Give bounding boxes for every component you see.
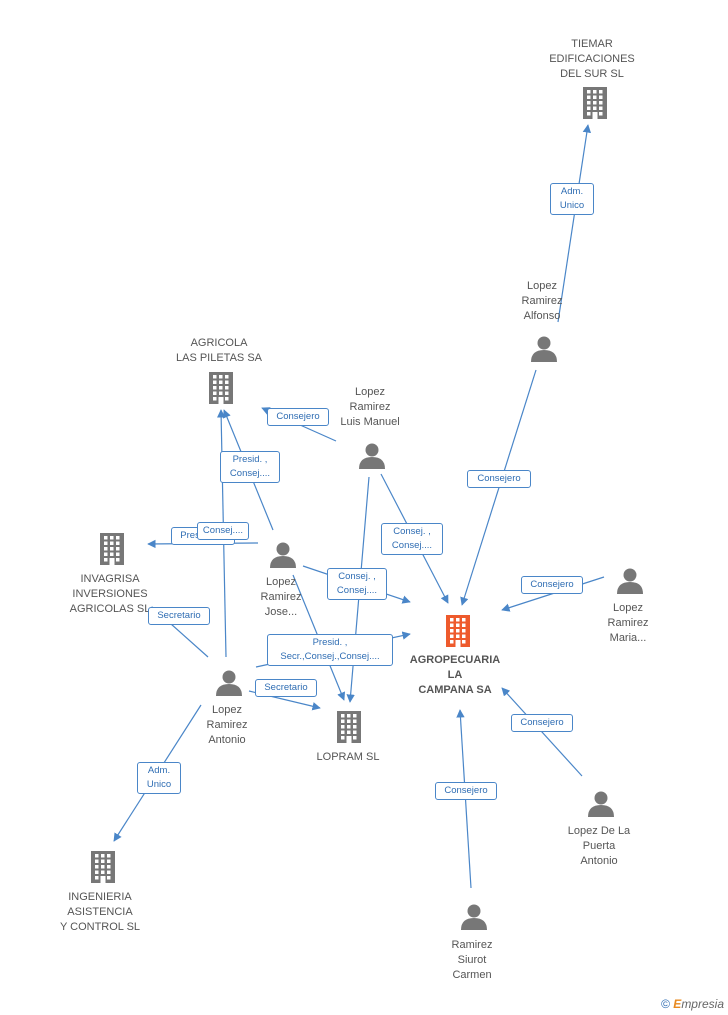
node-label-antonio[interactable]: Lopez Ramirez Antonio (206, 704, 248, 746)
edge-label-alfonso-agropecuaria[interactable]: Consejero (467, 470, 531, 488)
brand-name: mpresia (681, 997, 724, 1011)
empresia-brand[interactable]: © Empresia (661, 997, 724, 1011)
edge-label-luis_manuel-agricola[interactable]: Consejero (267, 408, 329, 426)
node-label-lopram[interactable]: LOPRAM SL (316, 751, 380, 763)
node-label-luis_manuel[interactable]: Lopez Ramirez Luis Manuel (340, 386, 400, 428)
luis_manuel-person-icon[interactable] (359, 443, 385, 470)
edge-label-luis_manuel-agropecuaria[interactable]: Consej. , Consej.... (381, 523, 443, 555)
node-label-invagrisa[interactable]: INVAGRISA INVERSIONES AGRICOLAS SL (69, 573, 151, 615)
edge-label-puerta-agropecuaria[interactable]: Consejero (511, 714, 573, 732)
invagrisa-building-icon[interactable] (100, 533, 124, 565)
ingenieria-building-icon[interactable] (91, 851, 115, 883)
node-label-agricola[interactable]: AGRICOLA LAS PILETAS SA (175, 337, 262, 364)
edge-label-antonio-agropecuaria[interactable]: Presid. , Secr.,Consej.,Consej.... (267, 634, 393, 666)
edge-label-antonio-lopram[interactable]: Secretario (255, 679, 317, 697)
node-label-tiemar[interactable]: TIEMAR EDIFICACIONES DEL SUR SL (549, 38, 635, 80)
puerta-person-icon[interactable] (588, 791, 614, 818)
maria-person-icon[interactable] (617, 568, 643, 595)
edge-label-jose-agropecuaria[interactable]: Consej. , Consej.... (327, 568, 387, 600)
edge-label-siurot-agropecuaria[interactable]: Consejero (435, 782, 497, 800)
edge-label-antonio-agricola[interactable]: Consej.... (197, 522, 249, 540)
node-label-agropecuaria[interactable]: AGROPECUARIA LA CAMPANA SA (409, 654, 501, 696)
edge-alfonso-to-tiemar (557, 124, 592, 323)
edge-puerta-to-agropecuaria (501, 687, 583, 777)
edge-label-antonio-invagrisa[interactable]: Secretario (148, 607, 210, 625)
siurot-person-icon[interactable] (461, 904, 487, 931)
brand-logo-e: E (673, 997, 682, 1011)
jose-person-icon[interactable] (270, 542, 296, 569)
agropecuaria-building-icon[interactable] (446, 615, 470, 647)
node-label-ingenieria[interactable]: INGENIERIA ASISTENCIA Y CONTROL SL (59, 891, 141, 933)
tiemar-building-icon[interactable] (583, 87, 607, 119)
node-label-jose[interactable]: Lopez Ramirez Jose... (260, 576, 302, 618)
copyright-icon: © (661, 997, 670, 1011)
edge-label-maria-agropecuaria[interactable]: Consejero (521, 576, 583, 594)
edge-label-alfonso-tiemar[interactable]: Adm. Unico (550, 183, 594, 215)
lopram-building-icon[interactable] (337, 711, 361, 743)
alfonso-person-icon[interactable] (531, 336, 557, 363)
agricola-building-icon[interactable] (209, 372, 233, 404)
edge-label-jose-agricola[interactable]: Presid. , Consej.... (220, 451, 280, 483)
node-label-puerta[interactable]: Lopez De La Puerta Antonio (567, 825, 631, 867)
antonio-person-icon[interactable] (216, 670, 242, 697)
node-label-alfonso[interactable]: Lopez Ramirez Alfonso (521, 280, 563, 322)
node-label-maria[interactable]: Lopez Ramirez Maria... (607, 602, 649, 644)
node-label-siurot[interactable]: Ramirez Siurot Carmen (451, 939, 493, 981)
edge-label-antonio-ingenieria[interactable]: Adm. Unico (137, 762, 181, 794)
